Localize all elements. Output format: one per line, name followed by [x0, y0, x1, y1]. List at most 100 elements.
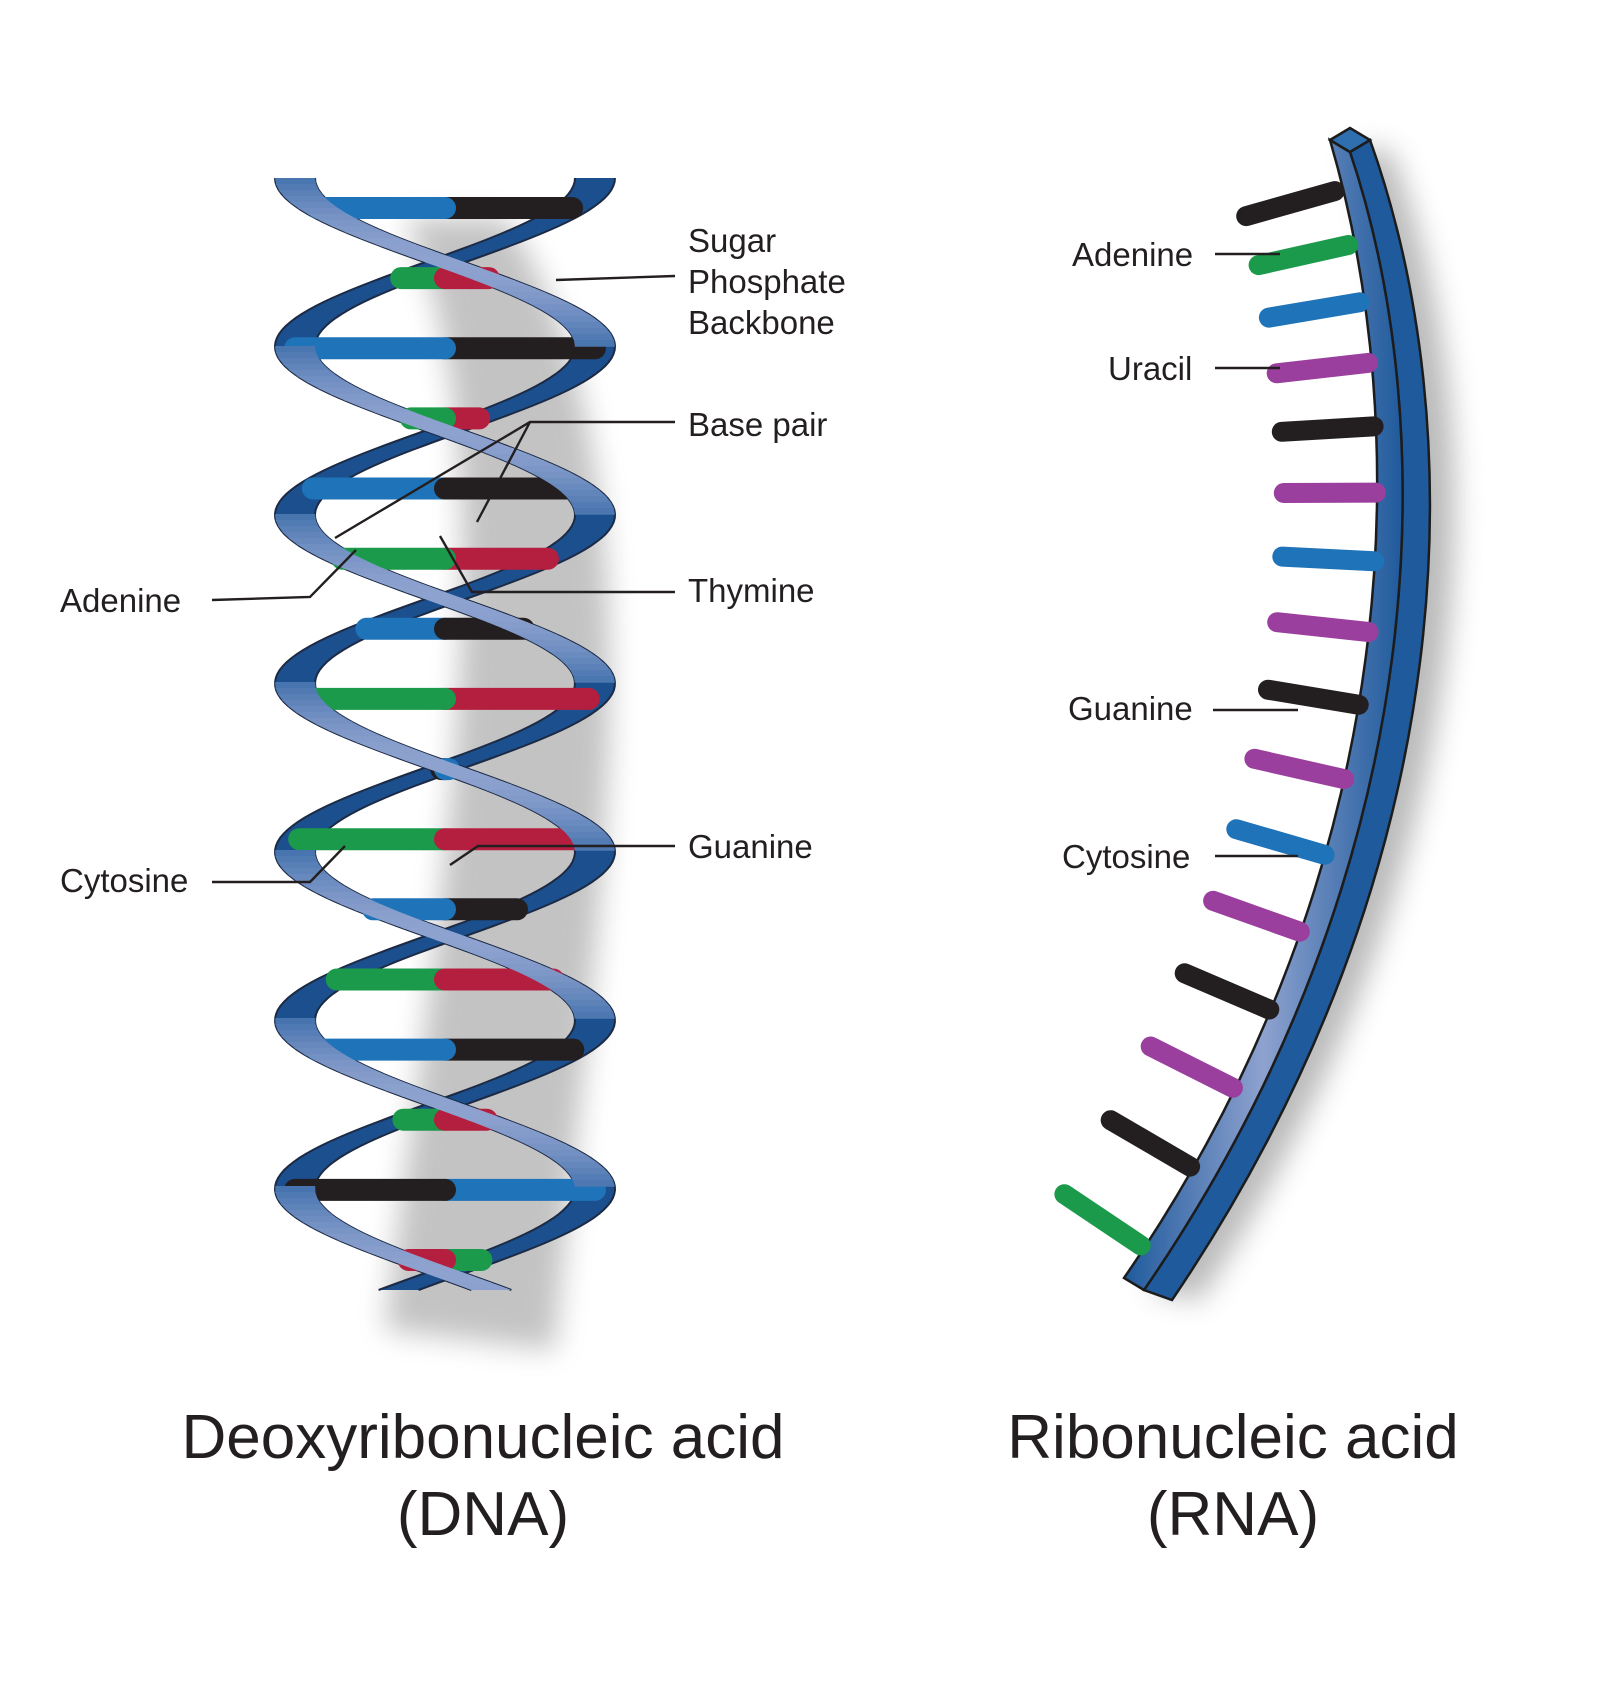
backbone-segment [559, 364, 608, 371]
backbone-segment [535, 1222, 588, 1229]
backbone-segment [438, 604, 498, 611]
backbone-segment [488, 454, 545, 461]
backbone-segment [286, 1210, 335, 1217]
backbone-segment [500, 796, 557, 803]
rna-backbone-top [1327, 126, 1373, 154]
backbone-segment [564, 1000, 611, 1007]
backbone-segment [573, 340, 615, 347]
backbone-segment [449, 1282, 509, 1289]
backbone-segment [514, 802, 570, 809]
backbone-segment [540, 478, 592, 485]
backbone-segment [400, 1096, 460, 1103]
backbone-segment [282, 364, 331, 371]
backbone-segment [565, 190, 612, 197]
label-uracil-rna: Uracil [1108, 350, 1192, 387]
backbone-segment [287, 874, 337, 881]
backbone-segment [522, 1060, 576, 1067]
backbone-segment [317, 388, 372, 395]
backbone-segment [285, 1162, 334, 1169]
leader-base-pair [334, 420, 675, 540]
backbone-segment [521, 892, 576, 899]
backbone-segment [291, 820, 341, 827]
backbone-segment [319, 466, 374, 473]
backbone-segment [331, 226, 387, 233]
backbone-segment [539, 646, 592, 653]
backbone-segment [569, 1174, 614, 1181]
backbone-segment [387, 754, 446, 761]
backbone-segment [297, 208, 349, 215]
captions: Deoxyribonucleic acid (DNA) Ribonucleic … [181, 1403, 1458, 1549]
label-sugar: Sugar [688, 222, 776, 259]
backbone-segment [320, 802, 376, 809]
backbone-segment [288, 706, 337, 713]
backbone-segment [327, 898, 383, 905]
backbone-segment [399, 1264, 459, 1271]
backbone-segment [299, 814, 351, 821]
backbone-segment [344, 232, 402, 239]
backbone-segment [574, 850, 615, 857]
rna-base-adenine [1054, 1184, 1151, 1256]
backbone-segment [314, 1060, 368, 1067]
backbone-segment [277, 694, 323, 701]
backbone-segment [314, 892, 369, 899]
leader-backbone [555, 274, 676, 282]
rna-base-uracil [1267, 612, 1379, 642]
backbone-segment [566, 358, 612, 365]
backbone-segment [538, 982, 590, 989]
backbone-segment [278, 358, 324, 365]
backbone-segment [508, 1066, 565, 1073]
backbone-segment [277, 1030, 322, 1037]
backbone-segment [483, 1126, 541, 1133]
backbone-segment [283, 196, 331, 203]
backbone-segment [547, 1156, 598, 1163]
backbone-segment [424, 262, 484, 269]
backbone-segment [559, 322, 607, 329]
backbone-segment [435, 940, 495, 947]
backbone-segment [275, 688, 319, 695]
rna-base-guanine [1258, 679, 1369, 715]
backbone-segment [556, 1162, 605, 1169]
backbone-segment [565, 496, 612, 503]
backbone-segment [297, 376, 349, 383]
dna-labels: Sugar Phosphate Backbone Base pair Thymi… [60, 222, 846, 899]
backbone-segment [450, 1114, 510, 1121]
backbone-segment [467, 1120, 526, 1127]
backbone-segment [275, 1012, 317, 1019]
backbone-segment [281, 868, 329, 875]
backbone-segment [281, 1036, 328, 1043]
backbone-segment [525, 1144, 579, 1151]
backbone-segment [352, 1246, 410, 1253]
backbone-segment [286, 1042, 336, 1049]
backbone-segment [570, 334, 615, 341]
backbone-segment [318, 220, 373, 227]
backbone-segment [557, 826, 606, 833]
backbone-segment [367, 1252, 426, 1259]
backbone-segment [353, 1078, 411, 1085]
backbone-segment [541, 376, 593, 383]
backbone-segment [515, 634, 571, 641]
backbone-segment [343, 400, 401, 407]
backbone-segment [561, 868, 609, 875]
backbone-segment [570, 670, 614, 677]
backbone-segment [418, 934, 478, 941]
backbone-segment [520, 724, 575, 731]
backbone-edge [273, 177, 577, 1291]
backbone-segment [501, 628, 558, 635]
backbone-segment [417, 1102, 477, 1109]
backbone-segment [466, 1288, 512, 1290]
backbone-segment [282, 532, 330, 539]
backbone-segment [298, 646, 351, 653]
dna-caption-line1: Deoxyribonucleic acid [181, 1403, 784, 1472]
backbone-segment [530, 382, 584, 389]
backbone-segment [573, 508, 615, 515]
rna-bases [1054, 181, 1386, 1256]
backbone-segment [421, 598, 481, 605]
backbone-segment [374, 244, 434, 251]
backbone-segment [548, 988, 599, 995]
backbone-segment [532, 718, 585, 725]
backbone-segment [437, 772, 496, 779]
rna-base-guanine [1100, 1110, 1201, 1177]
backbone-segment [280, 1168, 327, 1175]
backbone-segment [574, 514, 615, 521]
backbone-segment [528, 640, 582, 647]
